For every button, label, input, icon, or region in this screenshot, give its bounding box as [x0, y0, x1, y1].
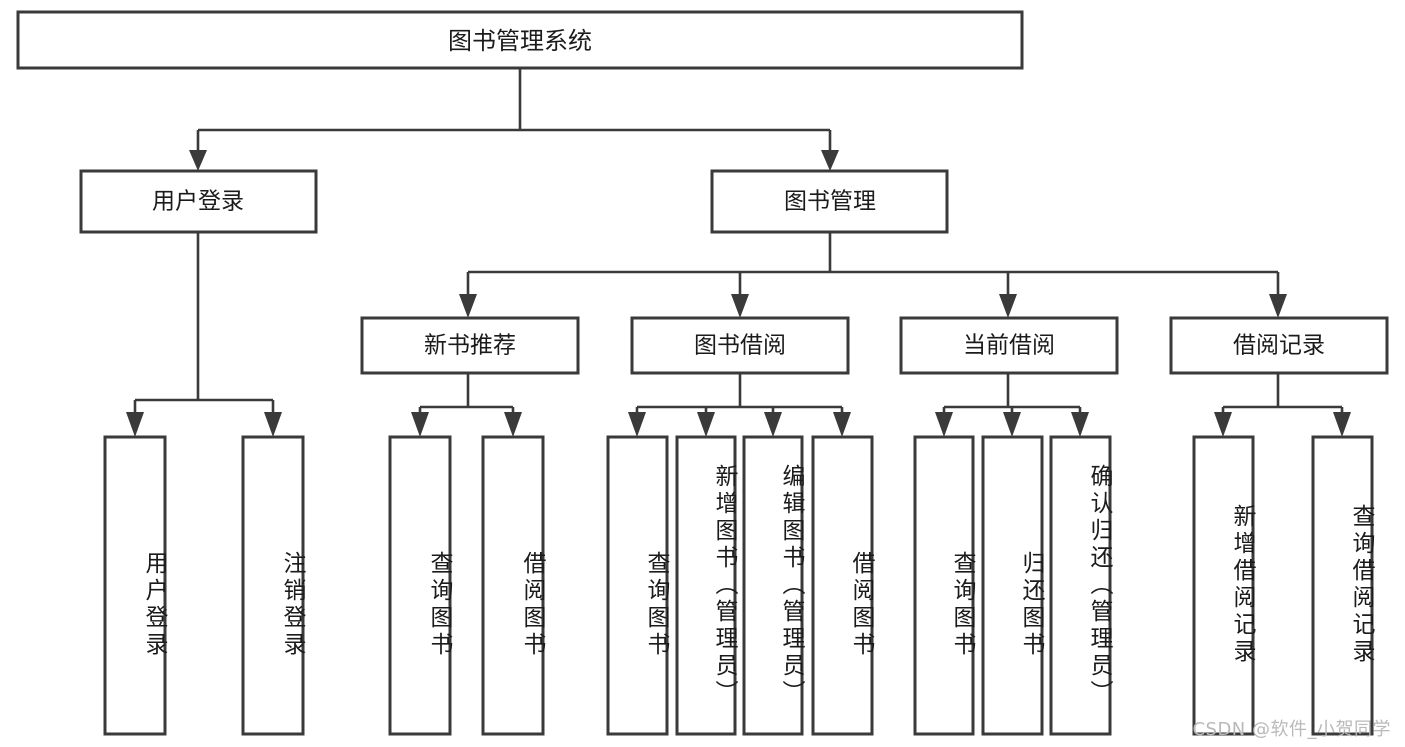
node-new-book-recommend-box[interactable] — [360, 316, 580, 375]
arrow-bookborrow-leaf1 — [628, 412, 646, 437]
arrow-currentborrow-leaf1 — [935, 412, 953, 437]
node-user-login-label: 用户登录 — [152, 189, 244, 215]
arrow-to-current-borrow — [999, 294, 1017, 318]
leaf-box-current-borrow-1[interactable] — [913, 435, 975, 736]
node-borrow-records-label: 借阅记录 — [1233, 333, 1325, 359]
node-new-book-recommend-label: 新书推荐 — [424, 333, 516, 359]
node-root-box[interactable] — [16, 10, 1024, 70]
leaf-box-user-login-1[interactable] — [103, 435, 167, 736]
node-current-borrow[interactable]: 当前借阅 — [899, 316, 1119, 375]
leaf-box-user-login-2[interactable] — [241, 435, 305, 736]
arrow-bookborrow-leaf2 — [697, 412, 715, 437]
connector-group — [126, 68, 1351, 437]
arrow-borrowrecords-leaf2 — [1333, 412, 1351, 437]
arrow-newbook-leaf1 — [411, 412, 429, 437]
arrow-currentborrow-leaf3 — [1071, 412, 1089, 437]
arrow-borrowrecords-leaf1 — [1214, 412, 1232, 437]
arrow-to-borrow-records — [1269, 294, 1287, 318]
arrow-root-to-user-login — [189, 150, 207, 171]
node-root-label: 图书管理系统 — [448, 27, 592, 55]
node-book-borrow-label: 图书借阅 — [694, 333, 786, 359]
arrow-to-new-book — [459, 294, 477, 318]
leaf-box-book-borrow-1[interactable] — [606, 435, 669, 736]
node-book-borrow-box[interactable] — [630, 316, 850, 375]
node-current-borrow-box[interactable] — [899, 316, 1119, 375]
csdn-watermark: CSDN @软件_小贺同学 — [1192, 719, 1391, 740]
node-borrow-records-box[interactable] — [1169, 316, 1389, 375]
node-book-management-label: 图书管理 — [784, 189, 876, 215]
arrow-userlogin-leaf1 — [126, 412, 144, 437]
leaf-box-new-book-1[interactable] — [388, 435, 452, 736]
leaf-box-current-borrow-2[interactable] — [981, 435, 1044, 736]
leaf-box-book-borrow-2[interactable] — [675, 435, 737, 736]
node-borrow-records[interactable]: 借阅记录 — [1169, 316, 1389, 375]
leaf-box-new-book-2[interactable] — [481, 435, 545, 736]
node-user-login[interactable]: 用户登录 — [79, 169, 318, 234]
leaf-box-book-borrow-4[interactable] — [811, 435, 874, 736]
node-book-borrow[interactable]: 图书借阅 — [630, 316, 850, 375]
arrow-currentborrow-leaf2 — [1003, 412, 1021, 437]
node-book-management-box[interactable] — [710, 169, 949, 234]
arrow-root-to-book-mgmt — [821, 150, 839, 171]
arrow-userlogin-leaf2 — [264, 412, 282, 437]
leaf-box-borrow-records-2[interactable] — [1311, 435, 1374, 736]
arrow-to-book-borrow — [731, 294, 749, 318]
arrow-bookborrow-leaf4 — [833, 412, 851, 437]
leaf-box-book-borrow-3[interactable] — [742, 435, 804, 736]
arrow-bookborrow-leaf3 — [764, 412, 782, 437]
leaf-box-current-borrow-3[interactable] — [1049, 435, 1112, 736]
leaf-box-borrow-records-1[interactable] — [1192, 435, 1255, 736]
node-root[interactable]: 图书管理系统 — [16, 10, 1024, 70]
arrow-newbook-leaf2 — [504, 412, 522, 437]
node-new-book-recommend[interactable]: 新书推荐 — [360, 316, 580, 375]
node-user-login-box[interactable] — [79, 169, 318, 234]
node-book-management[interactable]: 图书管理 — [710, 169, 949, 234]
node-current-borrow-label: 当前借阅 — [963, 333, 1055, 359]
